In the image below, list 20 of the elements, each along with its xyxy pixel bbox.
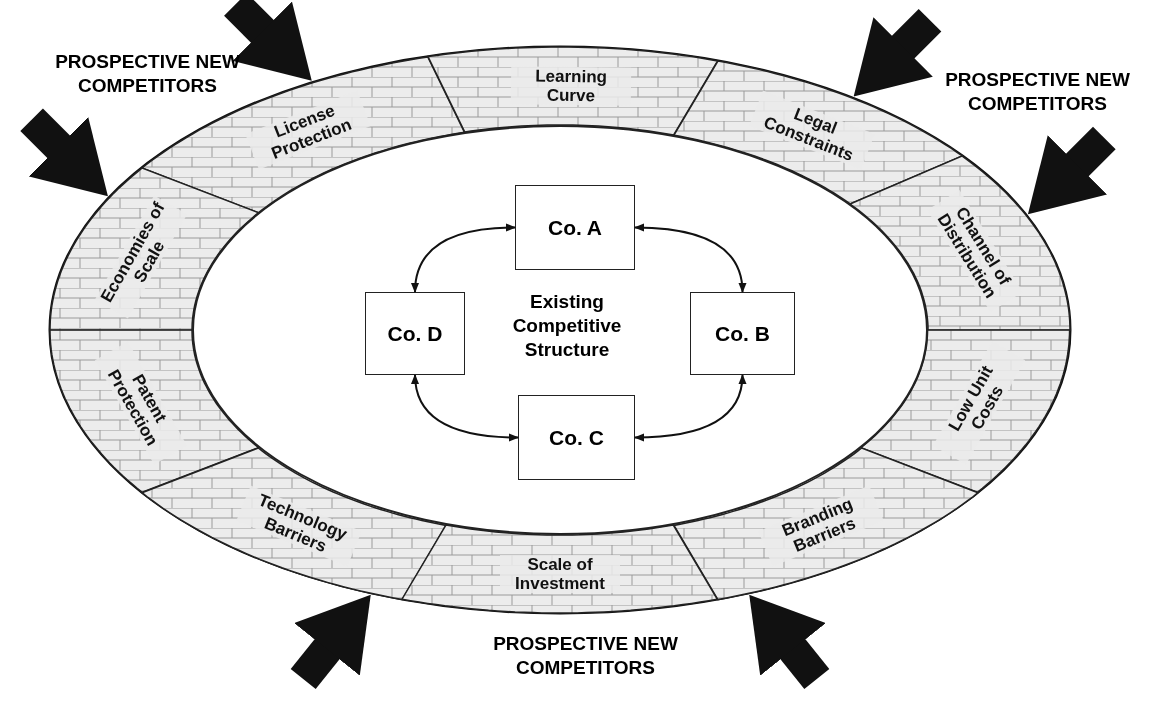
double-arrow (634, 223, 746, 293)
double-arrow (411, 374, 519, 442)
block-arrow (290, 594, 371, 690)
competitor-label: PROSPECTIVE NEW COMPETITORS (54, 50, 241, 98)
barrier-label: Learning Curve (511, 66, 632, 106)
competitor-label: PROSPECTIVE NEW COMPETITORS (944, 68, 1131, 116)
block-arrow (749, 594, 830, 690)
double-arrow (411, 223, 516, 293)
block-arrow (1027, 126, 1116, 215)
competitor-label: PROSPECTIVE NEW COMPETITORS (492, 632, 679, 680)
company-box: Co. A (515, 185, 635, 270)
block-arrow (853, 8, 942, 97)
double-arrow (634, 374, 746, 442)
company-box: Co. D (365, 292, 465, 375)
block-arrow (20, 108, 108, 197)
company-box: Co. C (518, 395, 635, 480)
barrier-label: Scale of Investment (500, 555, 620, 593)
center-label: Existing Competitive Structure (511, 290, 623, 362)
company-box: Co. B (690, 292, 795, 375)
block-arrow (224, 0, 312, 81)
